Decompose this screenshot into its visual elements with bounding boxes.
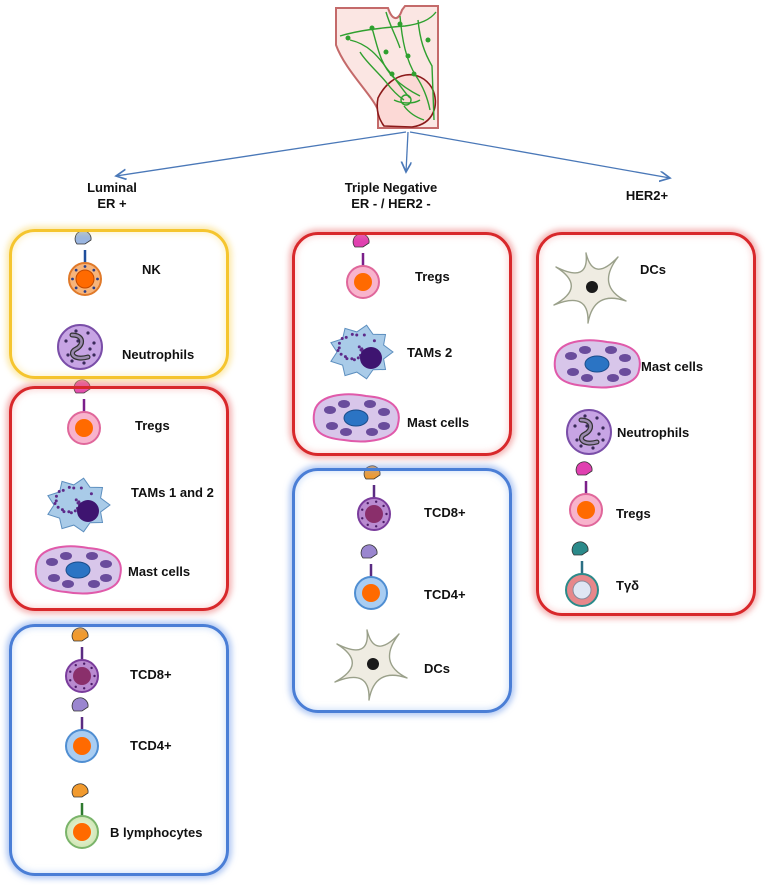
tam-cell-icon xyxy=(47,477,111,533)
label-tregs: Tregs xyxy=(135,418,170,433)
tcd4-cell-icon xyxy=(354,544,388,610)
tcd4-cell-icon xyxy=(65,697,99,763)
label-tcd8: TCD8+ xyxy=(130,667,172,682)
luminal-suppressive-box xyxy=(9,386,229,611)
subtype-triple-negative-heading: Triple Negative ER - / HER2 - xyxy=(316,180,466,212)
label-neutrophils: Neutrophils xyxy=(617,425,690,440)
tcd8-cell-icon xyxy=(357,465,391,531)
dendritic-cell-icon xyxy=(553,252,627,324)
label-dcs: DCs xyxy=(424,661,451,676)
label-tcd4: TCD4+ xyxy=(424,587,466,602)
triple-negative-suppressive-box xyxy=(292,232,512,456)
subtype-luminal-receptor: ER + xyxy=(97,196,127,211)
luminal-adaptive-box xyxy=(9,624,229,876)
neutrophil-icon xyxy=(566,409,612,455)
tam-cell-icon xyxy=(330,324,394,380)
subtype-triple-negative-title: Triple Negative xyxy=(344,180,438,195)
label-tregs: Tregs xyxy=(616,506,651,521)
breast-anatomy-icon xyxy=(335,5,439,129)
treg-cell-icon xyxy=(346,233,380,299)
label-neutrophils: Neutrophils xyxy=(122,347,195,362)
label-gamma-delta: Tγδ xyxy=(616,578,640,593)
treg-cell-icon xyxy=(67,379,101,445)
cell-icons-layer xyxy=(34,230,641,849)
subtype-luminal-title: Luminal xyxy=(87,180,137,195)
nk-cell-icon xyxy=(68,230,102,296)
gamma-delta-t-cell-icon xyxy=(565,541,599,607)
subtype-her2-heading: HER2+ xyxy=(612,188,682,204)
label-tcd8: TCD8+ xyxy=(424,505,466,520)
label-tregs: Tregs xyxy=(415,269,450,284)
neutrophil-icon xyxy=(57,324,103,370)
label-dcs: DCs xyxy=(640,262,667,277)
triple-negative-adaptive-box xyxy=(292,468,512,713)
subtype-her2-title: HER2+ xyxy=(625,188,669,203)
label-mast-cells: Mast cells xyxy=(407,415,470,430)
label-mast-cells: Mast cells xyxy=(641,359,704,374)
subtype-triple-negative-receptor: ER - / HER2 - xyxy=(351,196,431,211)
subtype-luminal-heading: Luminal ER + xyxy=(72,180,152,212)
her2-suppressive-box xyxy=(536,232,756,616)
label-mast-cells: Mast cells xyxy=(128,564,191,579)
label-b-lymphocytes: B lymphocytes xyxy=(110,825,203,840)
label-nk: NK xyxy=(142,262,161,277)
luminal-innate-box xyxy=(9,229,229,379)
label-tams: TAMs 2 xyxy=(407,345,453,360)
label-tcd4: TCD4+ xyxy=(130,738,172,753)
mast-cell-icon xyxy=(34,545,122,595)
tcd8-cell-icon xyxy=(65,627,99,693)
mast-cell-icon xyxy=(553,339,641,389)
b-lymphocyte-icon xyxy=(65,783,99,849)
label-tams: TAMs 1 and 2 xyxy=(131,485,214,500)
treg-cell-icon xyxy=(569,461,603,527)
dendritic-cell-icon xyxy=(334,629,408,701)
mast-cell-icon xyxy=(312,393,400,443)
arrow-icon xyxy=(116,131,670,178)
